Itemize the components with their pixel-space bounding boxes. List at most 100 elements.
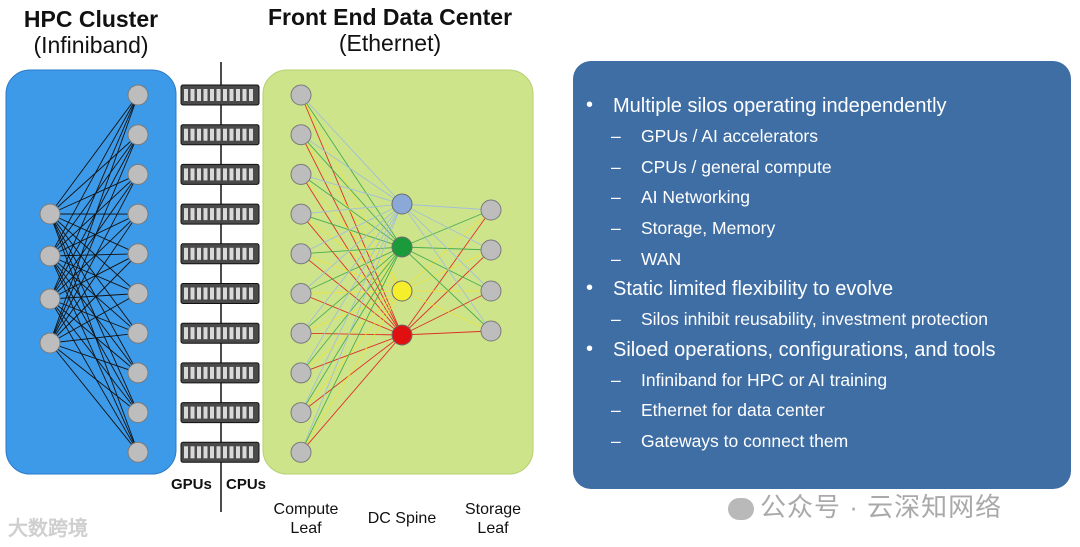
watermark-left-text: 大数跨境 <box>8 518 88 540</box>
compute-spine-link <box>300 134 403 205</box>
server-slot <box>229 89 234 101</box>
sub-bullet-item: Storage, Memory <box>573 213 1071 244</box>
hpc-node <box>39 245 61 267</box>
server-slot <box>249 406 253 419</box>
compute-spine-link <box>300 334 403 453</box>
server-slot <box>216 128 221 141</box>
hpc-link <box>49 213 139 300</box>
server-slot <box>223 89 227 101</box>
compute-spine-link <box>300 334 403 374</box>
server-slot <box>203 128 208 141</box>
server-slot <box>184 366 188 379</box>
server-slot <box>223 247 227 260</box>
hpc-node <box>127 84 149 106</box>
server-slot <box>229 366 234 379</box>
server-slot <box>184 128 188 141</box>
server-slot <box>242 446 247 459</box>
spine-node <box>391 280 413 302</box>
server-slot <box>249 287 253 300</box>
server-slot <box>236 406 240 419</box>
server-slot <box>197 168 201 181</box>
compute-spine-link <box>300 134 403 336</box>
hpc-node <box>127 362 149 384</box>
brand-watermark: 大数跨境 <box>8 512 88 541</box>
hpc-link <box>49 255 139 294</box>
compute-spine-link <box>300 173 403 205</box>
summary-panel: Multiple silos operating independently G… <box>573 61 1071 489</box>
storage-spine-link <box>401 330 492 336</box>
server-slot <box>216 327 221 340</box>
storage-spine-link <box>401 290 492 332</box>
storage-spine-link <box>401 209 492 336</box>
server-slot <box>190 406 195 419</box>
server-slot <box>216 366 221 379</box>
storage-spine-link <box>401 246 492 292</box>
hpc-cluster-box <box>5 69 177 475</box>
server-slot <box>216 208 221 221</box>
compute-leaf-node <box>290 322 312 344</box>
server-slot <box>242 247 247 260</box>
server-slot <box>184 247 188 260</box>
compute-spine-link <box>300 290 403 294</box>
dc-spine-label: DC Spine <box>367 510 437 527</box>
hpc-link <box>49 342 139 374</box>
compute-spine-link <box>300 293 403 336</box>
hpc-link <box>49 342 139 453</box>
storage-spine-link <box>401 203 492 292</box>
compute-spine-link <box>300 246 403 453</box>
server-slot <box>190 247 195 260</box>
hpc-cluster-title: HPC Cluster (Infiniband) <box>0 6 182 59</box>
storage-leaf-node <box>480 199 502 221</box>
compute-spine-link <box>300 94 403 248</box>
server-slot <box>184 168 188 181</box>
hpc-link <box>49 255 139 334</box>
hpc-link <box>49 173 139 215</box>
server-slot <box>190 327 195 340</box>
compute-spine-link <box>300 290 403 374</box>
compute-spine-link <box>300 334 403 413</box>
hpc-node <box>127 124 149 146</box>
hpc-node <box>127 322 149 344</box>
server-unit <box>180 402 260 424</box>
storage-leaf-node <box>480 239 502 261</box>
server-slot <box>210 89 214 101</box>
server-slot <box>210 327 214 340</box>
server-slot <box>242 208 247 221</box>
server-slot <box>210 168 214 181</box>
server-slot <box>242 327 247 340</box>
hpc-links <box>49 94 139 453</box>
compute-spine-link <box>300 290 403 413</box>
server-slot <box>249 446 253 459</box>
bullet-list: Multiple silos operating independently G… <box>573 90 1071 457</box>
hpc-link <box>49 94 139 215</box>
server-slot <box>229 247 234 260</box>
hpc-link <box>49 293 139 300</box>
server-slot <box>210 208 214 221</box>
server-slot <box>236 168 240 181</box>
server-slot <box>242 287 247 300</box>
compute-leaf-node <box>290 362 312 384</box>
hpc-node <box>127 163 149 185</box>
server-slot <box>236 327 240 340</box>
server-slot <box>223 128 227 141</box>
storage-leaf-label: Storage Leaf <box>464 501 522 538</box>
storage-spine-link <box>401 249 492 292</box>
front-end-title-text: Front End Data Center <box>267 4 513 30</box>
server-slot <box>223 168 227 181</box>
storage-spine-link <box>401 203 492 251</box>
storage-spine-link <box>401 246 492 332</box>
server-slot <box>236 446 240 459</box>
server-slot <box>184 208 188 221</box>
server-slot <box>249 168 253 181</box>
server-slot <box>236 366 240 379</box>
hpc-link <box>49 94 139 257</box>
server-slot <box>216 446 221 459</box>
bullet-item: Multiple silos operating independently <box>573 90 1071 121</box>
hpc-link <box>49 134 139 215</box>
compute-spine-link <box>300 246 403 294</box>
server-slot <box>242 406 247 419</box>
hpc-link <box>49 213 139 257</box>
server-unit <box>180 163 260 185</box>
server-slot <box>184 446 188 459</box>
server-unit <box>180 124 260 146</box>
